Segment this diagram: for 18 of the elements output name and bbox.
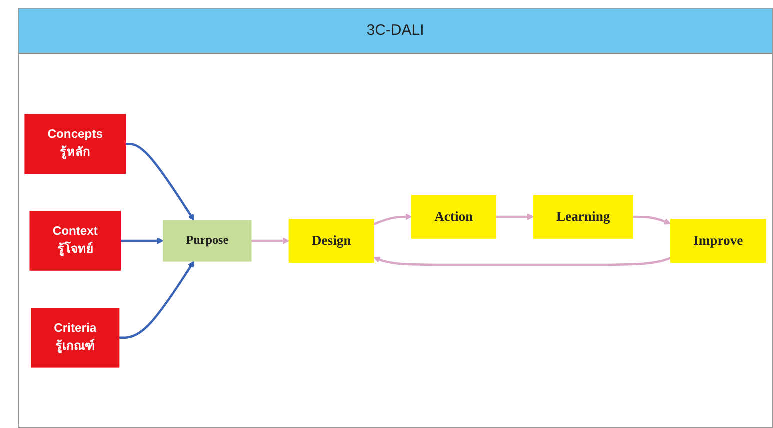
arrow <box>120 238 164 244</box>
node-box <box>30 211 121 271</box>
node-box <box>288 219 374 263</box>
arrow <box>119 261 194 340</box>
node-box <box>24 114 126 174</box>
title-banner: 3C-DALI <box>19 9 772 54</box>
arrow <box>374 256 672 266</box>
arrow <box>251 238 290 244</box>
node-box <box>533 195 634 239</box>
node-box <box>163 220 252 262</box>
diagram-panel: 3C-DALI Concepts รู้หลัก Context รู้โจทย์ Criteria รู้เกณฑ์ Purpose Design Action Learning Improve <box>18 8 773 428</box>
node-box <box>31 308 120 368</box>
arrow <box>632 216 672 225</box>
node-box <box>411 195 496 239</box>
arrow <box>126 142 194 221</box>
arrow <box>496 214 534 220</box>
node-box <box>670 219 766 263</box>
arrow <box>374 214 412 226</box>
